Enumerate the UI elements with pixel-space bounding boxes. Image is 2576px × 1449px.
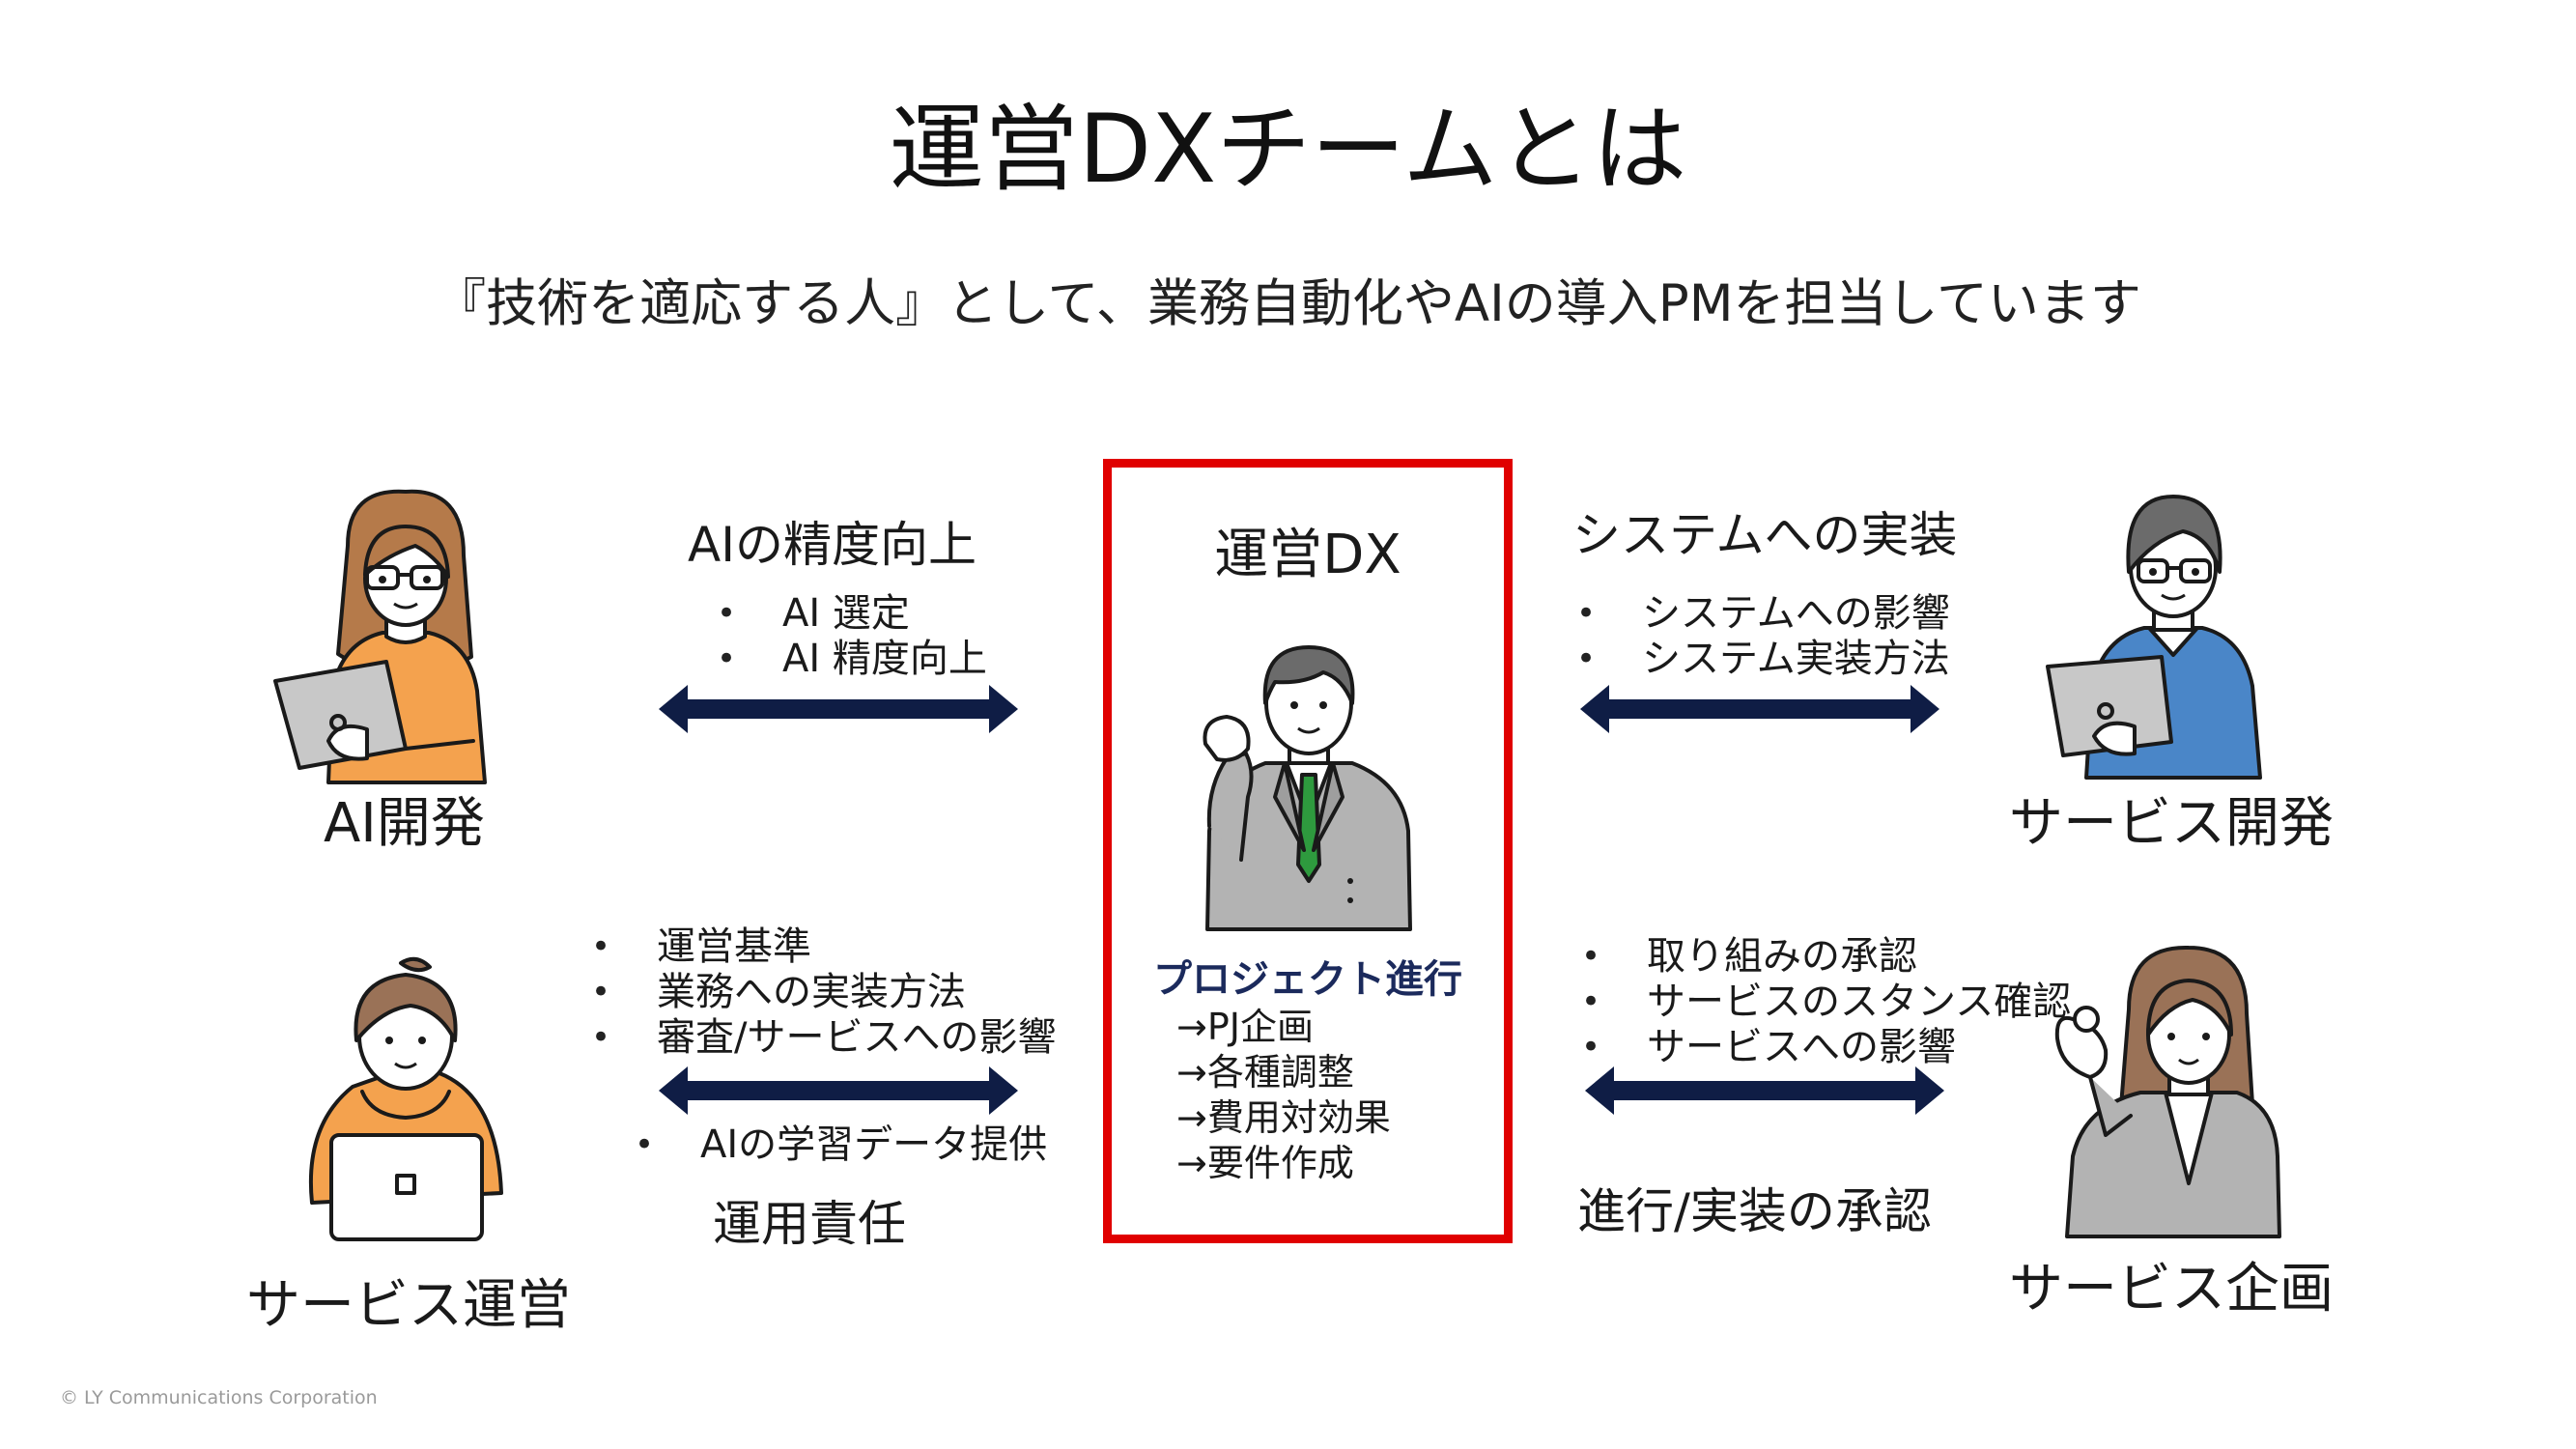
page-subtitle: 『技術を適応する人』として、業務自動化やAIの導入PMを担当しています: [435, 274, 2141, 333]
service-ops-bullets-above: 運営基準 業務への実装方法 審査/サービスへの影響: [591, 924, 1056, 1061]
bullet-item: サービスへの影響: [1581, 1025, 2071, 1070]
ai-dev-person-illustration: [273, 489, 487, 784]
service-planning-person-illustration: [2054, 945, 2281, 1238]
ai-dev-label: AI開発: [324, 792, 485, 855]
service-ops-label: サービス運営: [246, 1274, 571, 1337]
bullet-item: 取り組みの承認: [1581, 934, 2071, 980]
copyright-footer: © LY Communications Corporation: [60, 1387, 378, 1408]
center-highlight-box: [1103, 459, 1513, 1243]
bullet-item: AIの学習データ提供: [635, 1122, 1047, 1168]
center-step-item: →各種調整: [1176, 1051, 1354, 1094]
ai-accuracy-heading: AIの精度向上: [688, 517, 977, 573]
center-step-item: →要件作成: [1176, 1142, 1354, 1184]
service-planning-bullets: 取り組みの承認 サービスのスタンス確認 サービスへの影響: [1581, 934, 2071, 1070]
center-step-item: →PJ企画: [1176, 1006, 1314, 1048]
system-implementation-bullets: システムへの影響 システム実装方法: [1576, 591, 1950, 682]
ai-accuracy-bullets: AI 選定 AI 精度向上: [717, 591, 987, 682]
bullet-item: 運営基準: [591, 924, 1056, 970]
bullet-item: システムへの影響: [1576, 591, 1950, 637]
operation-responsibility-heading: 運用責任: [713, 1196, 906, 1252]
center-team-label: 運営DX: [1214, 524, 1401, 586]
double-arrow-icon: [1585, 1066, 1944, 1115]
bullet-item: 審査/サービスへの影響: [591, 1015, 1056, 1061]
system-implementation-heading: システムへの実装: [1572, 507, 1958, 563]
bullet-item: サービスのスタンス確認: [1581, 980, 2071, 1025]
double-arrow-icon: [1580, 685, 1939, 733]
approval-heading: 進行/実装の承認: [1577, 1183, 1932, 1239]
bullet-item: 業務への実装方法: [591, 970, 1056, 1015]
service-dev-label: サービス開発: [2009, 792, 2334, 855]
service-ops-person-illustration: [308, 956, 503, 1241]
service-planning-label: サービス企画: [2009, 1258, 2334, 1321]
bullet-item: システム実装方法: [1576, 637, 1950, 682]
service-ops-bullets-below: AIの学習データ提供: [635, 1122, 1047, 1168]
double-arrow-icon: [659, 685, 1018, 733]
bullet-item: AI 精度向上: [717, 637, 987, 682]
double-arrow-icon: [659, 1066, 1018, 1115]
page-title: 運営DXチームとは: [889, 95, 1687, 205]
center-steps-list: →PJ企画 →各種調整 →費用対効果 →要件作成: [1176, 1005, 1391, 1186]
bullet-item: AI 選定: [717, 591, 987, 637]
center-person-illustration: [1203, 645, 1412, 931]
service-dev-person-illustration: [2046, 495, 2262, 780]
center-step-item: →費用対効果: [1176, 1096, 1391, 1139]
center-project-heading: プロジェクト進行: [1153, 957, 1462, 1002]
